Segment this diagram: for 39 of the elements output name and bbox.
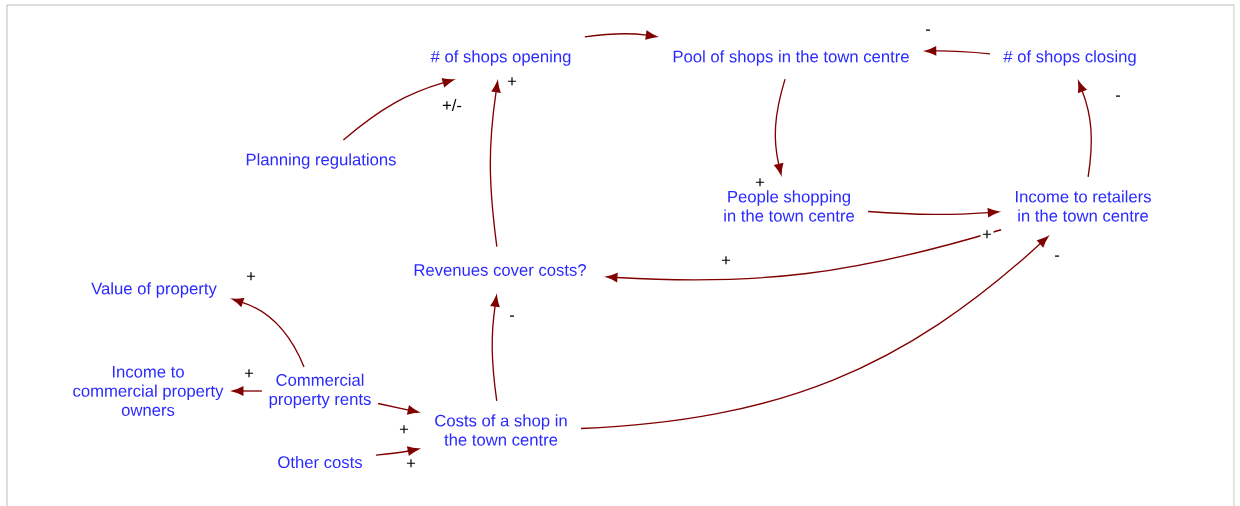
variable-label: # of shops opening xyxy=(430,50,571,66)
variable-label: Value of property xyxy=(91,282,217,298)
arrow xyxy=(606,229,1002,282)
arrow xyxy=(377,402,419,415)
arrow xyxy=(584,30,658,40)
variable-label: Commercial property rents xyxy=(269,373,371,409)
polarity-sign: + xyxy=(753,176,767,190)
variable-label: Revenues cover costs? xyxy=(414,264,586,276)
arrow xyxy=(232,386,263,396)
polarity-sign: - xyxy=(1052,253,1062,263)
polarity-sign: +/- xyxy=(440,97,464,113)
variable-label: Income to commercial property owners xyxy=(73,366,224,416)
arrow xyxy=(867,208,1000,218)
polarity-sign: - xyxy=(923,27,933,37)
variable-label: Costs of a shop in the town centre xyxy=(435,414,567,446)
arrow xyxy=(232,298,305,368)
arrow xyxy=(342,78,454,141)
arrow xyxy=(375,446,419,456)
variable-label: Income to retailers in the town centre xyxy=(1016,190,1151,222)
polarity-sign: - xyxy=(507,313,517,323)
polarity-sign: + xyxy=(244,270,258,284)
arrow xyxy=(580,236,1049,430)
arrow xyxy=(774,78,786,175)
variable-label: Other costs xyxy=(278,455,362,469)
polarity-sign: + xyxy=(980,228,994,242)
arrow xyxy=(490,295,500,402)
polarity-sign: + xyxy=(404,457,418,471)
polarity-sign: + xyxy=(505,75,519,89)
arrow xyxy=(489,81,501,248)
variable-label: Planning regulations xyxy=(246,153,396,169)
arrow xyxy=(1078,81,1092,178)
variable-label: People shopping in the town centre xyxy=(724,190,854,222)
polarity-sign: + xyxy=(719,254,733,268)
polarity-sign: + xyxy=(397,423,411,437)
arrow xyxy=(925,46,991,56)
variable-label: # of shops closing xyxy=(1003,50,1136,66)
polarity-sign: - xyxy=(1113,93,1123,103)
polarity-sign: + xyxy=(242,367,256,381)
variable-label: Pool of shops in the town centre xyxy=(673,50,909,66)
